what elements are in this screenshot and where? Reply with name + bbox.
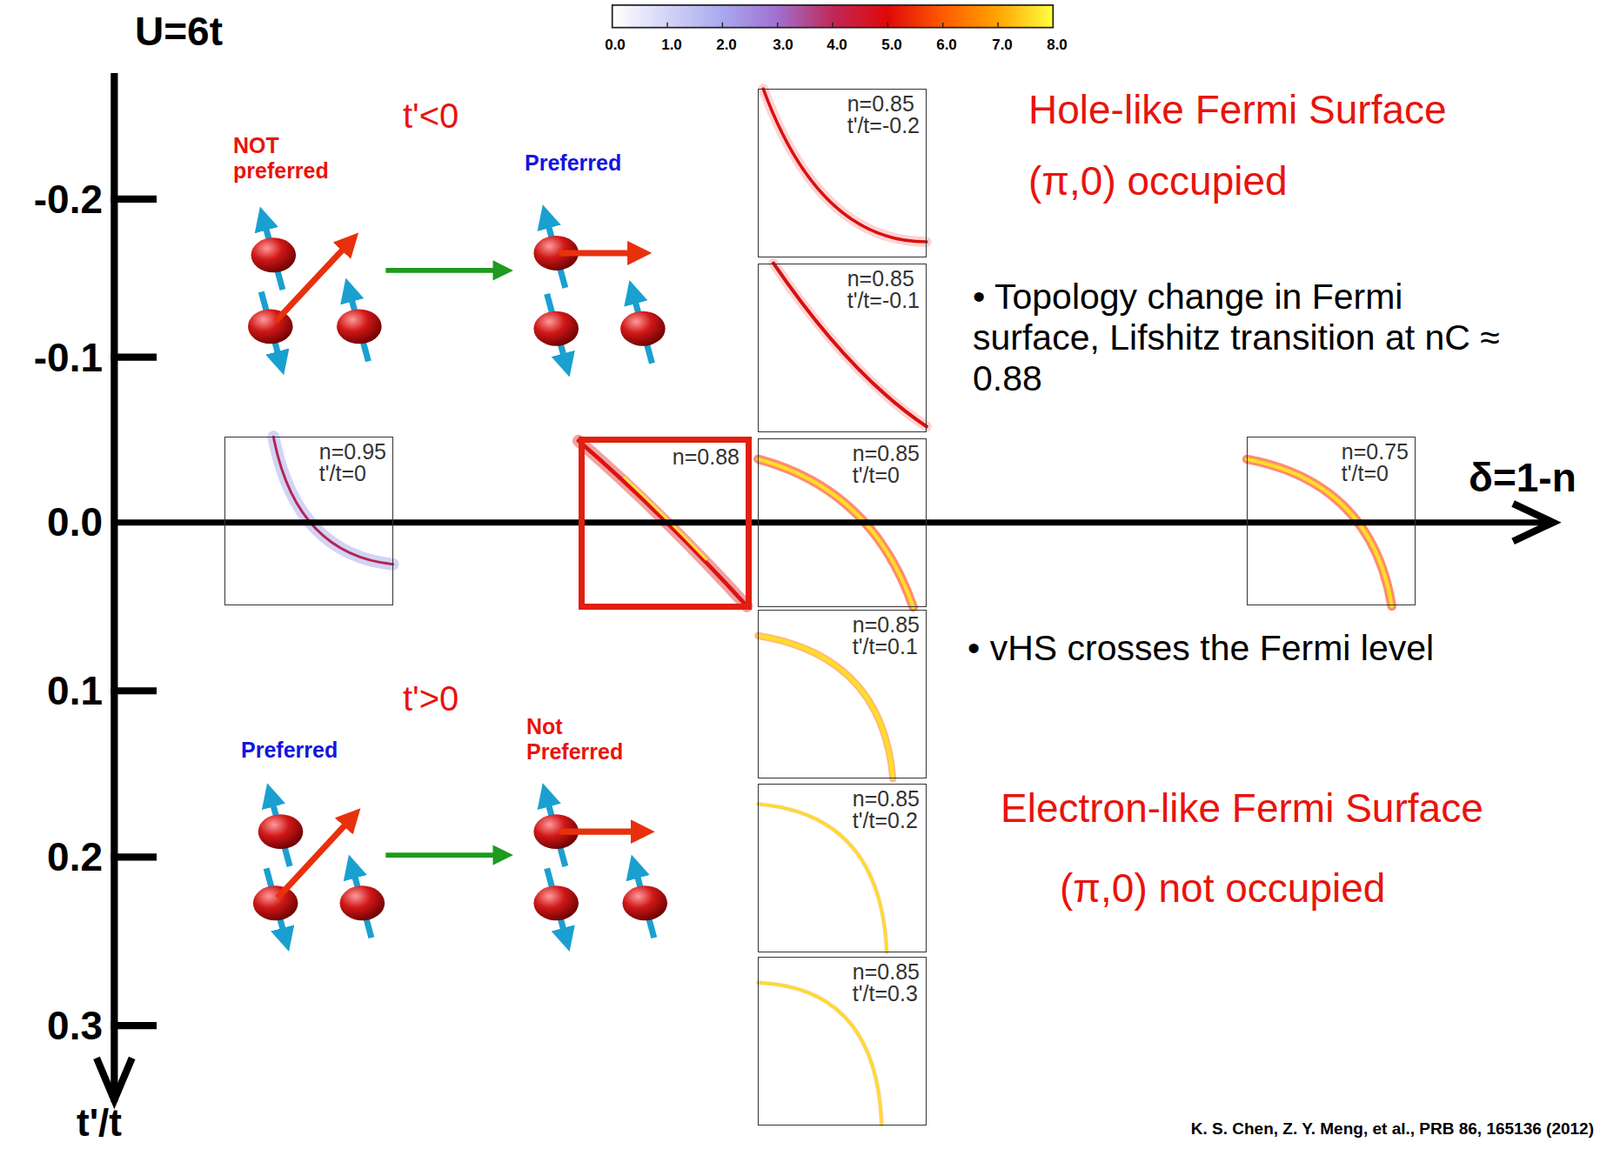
filling-label: n=0.85 — [852, 961, 920, 984]
fermi-surface-panel: n=0.88 — [578, 436, 752, 610]
panel-text: n=0.75t'/t=0 — [1339, 441, 1411, 485]
spin-note: NOT preferred — [233, 133, 355, 184]
colorbar-tick: 4.0 — [826, 36, 848, 54]
axis-tick: 0.3 — [46, 1003, 103, 1050]
axis-tick: 0.1 — [46, 668, 103, 715]
hopping-label: t'/t=0.3 — [852, 983, 920, 1005]
panel-text: n=0.85t'/t=-0.1 — [845, 267, 922, 312]
fermi-curves — [273, 88, 1392, 1125]
panel-text: n=0.85t'/t=-0.2 — [845, 93, 922, 137]
colorbar-tick: 0.0 — [604, 36, 626, 54]
filling-label: n=0.75 — [1341, 441, 1409, 463]
axis-tick: -0.2 — [33, 176, 103, 223]
panel-text: n=0.85t'/t=0 — [850, 442, 922, 487]
panel-text: n=0.88 — [670, 446, 742, 469]
bullet-note: • Topology change in Fermi surface, Lifs… — [972, 276, 1504, 400]
region-label: t'<0 — [402, 95, 459, 136]
colorbar-tick: 5.0 — [881, 36, 903, 54]
colorbar-tick: 6.0 — [936, 36, 958, 54]
region-title: Electron-like Fermi Surface — [1000, 785, 1484, 832]
colorbar-tick: 1.0 — [661, 36, 683, 54]
panel-text: n=0.85t'/t=0.1 — [850, 614, 922, 658]
fermi-surface-panel: n=0.85t'/t=0.3 — [757, 957, 927, 1126]
axis-title: δ=1-n — [1468, 455, 1577, 502]
filling-label: n=0.85 — [852, 788, 920, 811]
filling-label: n=0.88 — [672, 446, 740, 469]
axis-title: t'/t — [76, 1101, 122, 1146]
colorbar — [612, 5, 1054, 28]
fermi-surface-panel: n=0.85t'/t=-0.2 — [757, 88, 927, 258]
colorbar-tick: 7.0 — [991, 36, 1013, 54]
axis-tick: 0.0 — [46, 499, 103, 546]
hopping-label: t'/t=-0.2 — [847, 114, 920, 137]
spin-note: Not Preferred — [526, 714, 657, 765]
spin-illustration — [247, 216, 668, 941]
axes — [98, 76, 1554, 1101]
hopping-label: t'/t=0.1 — [852, 635, 920, 658]
filling-label: n=0.95 — [319, 441, 387, 463]
fermi-surface-panel: n=0.85t'/t=0.1 — [757, 609, 927, 779]
fermi-surface-panel: n=0.95t'/t=0 — [224, 436, 394, 606]
citation: K. S. Chen, Z. Y. Meng, et al., PRB 86, … — [1191, 1119, 1594, 1139]
colorbar-tick: 3.0 — [772, 36, 794, 54]
hopping-label: t'/t=-0.1 — [847, 289, 920, 312]
fermi-surface-panel: n=0.85t'/t=-0.1 — [757, 263, 927, 433]
bullet-note: • vHS crosses the Fermi level — [967, 628, 1434, 670]
spin-note: Preferred — [241, 737, 338, 764]
fermi-surface-panel: n=0.85t'/t=0.2 — [757, 783, 927, 953]
hopping-label: t'/t=0.2 — [852, 810, 920, 832]
axis-tick: -0.1 — [33, 334, 103, 382]
region-title: (π,0) occupied — [1028, 158, 1288, 205]
filling-label: n=0.85 — [847, 267, 920, 290]
model-parameter: U=6t — [134, 8, 223, 55]
region-title: (π,0) not occupied — [1059, 865, 1386, 912]
hopping-label: t'/t=0 — [1341, 462, 1409, 485]
fermi-surface-panel: n=0.85t'/t=0 — [757, 438, 927, 608]
filling-label: n=0.85 — [847, 93, 920, 115]
filling-label: n=0.85 — [852, 442, 920, 465]
hopping-label: t'/t=0 — [852, 464, 920, 487]
hopping-label: t'/t=0 — [319, 462, 387, 485]
panel-text: n=0.95t'/t=0 — [317, 441, 389, 485]
fermi-surface-panel: n=0.75t'/t=0 — [1246, 436, 1416, 606]
axis-tick: 0.2 — [46, 834, 103, 881]
colorbar-tick: 2.0 — [716, 36, 737, 54]
panel-text: n=0.85t'/t=0.3 — [850, 961, 922, 1005]
spin-note: Preferred — [524, 150, 622, 176]
filling-label: n=0.85 — [852, 614, 920, 636]
panel-text: n=0.85t'/t=0.2 — [850, 788, 922, 832]
region-title: Hole-like Fermi Surface — [1028, 87, 1447, 134]
colorbar-tick: 8.0 — [1046, 36, 1068, 54]
region-label: t'>0 — [402, 678, 459, 719]
